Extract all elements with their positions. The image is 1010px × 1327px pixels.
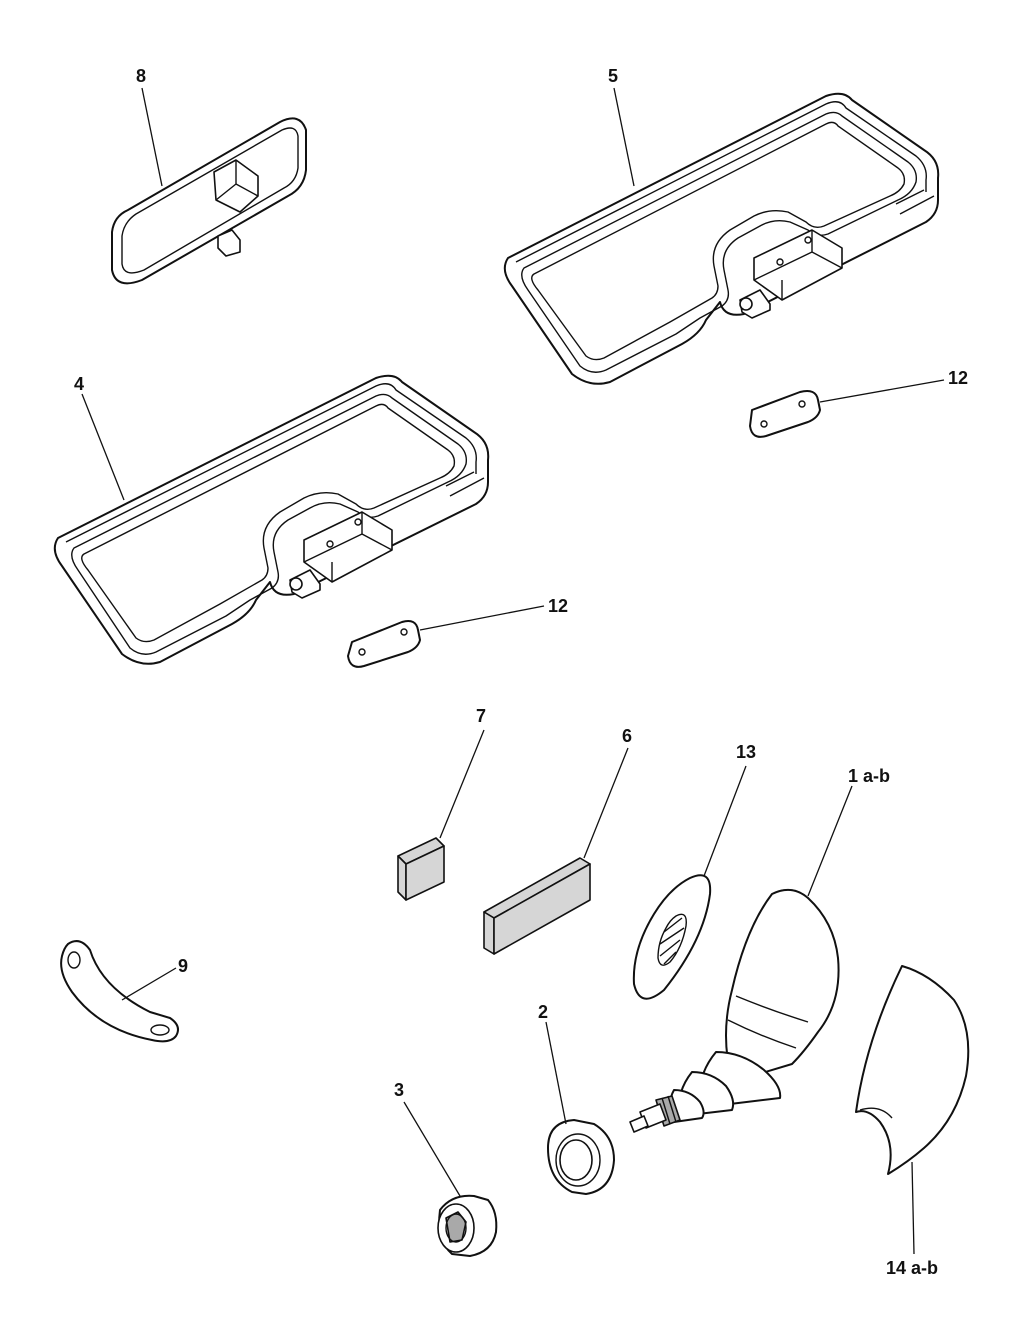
leader-line-8	[141, 87, 163, 187]
leader-line-9	[121, 967, 177, 1001]
sun-visor-left	[53, 374, 490, 665]
retaining-ring	[547, 1119, 615, 1195]
leader-line-12-left	[419, 605, 545, 631]
leader-line-1	[807, 785, 853, 897]
leader-line-3	[403, 1101, 461, 1197]
adjustment-knob	[437, 1194, 498, 1257]
label-6: 6	[622, 726, 632, 746]
label-4: 4	[74, 374, 84, 394]
label-1a-b: 1 a-b	[848, 766, 890, 786]
large-pad	[483, 857, 591, 955]
leader-line-4	[81, 393, 125, 501]
label-3: 3	[394, 1080, 404, 1100]
sun-visor-right	[503, 92, 940, 385]
label-12-left: 12	[548, 596, 568, 616]
label-13: 13	[736, 742, 756, 762]
label-8: 8	[136, 66, 146, 86]
leader-line-13	[703, 765, 747, 877]
leader-line-12-right	[819, 379, 945, 403]
leader-line-14	[911, 1161, 915, 1255]
curved-strap	[60, 940, 179, 1043]
label-5: 5	[608, 66, 618, 86]
vent-shell	[855, 965, 970, 1175]
leader-line-2	[545, 1021, 567, 1125]
rear-view-mirror	[111, 117, 307, 285]
mounting-plate-right	[749, 390, 821, 438]
leader-line-7	[439, 729, 485, 839]
vent-disc	[632, 874, 712, 1000]
label-12-right: 12	[948, 368, 968, 388]
leader-line-6	[583, 747, 629, 859]
small-pad	[397, 837, 445, 901]
label-9: 9	[178, 956, 188, 976]
label-7: 7	[476, 706, 486, 726]
label-2: 2	[538, 1002, 548, 1022]
leader-line-5	[613, 87, 635, 187]
label-14a-b: 14 a-b	[886, 1258, 938, 1278]
mounting-plate-left	[347, 620, 421, 668]
vent-cover-assembly	[629, 888, 840, 1133]
